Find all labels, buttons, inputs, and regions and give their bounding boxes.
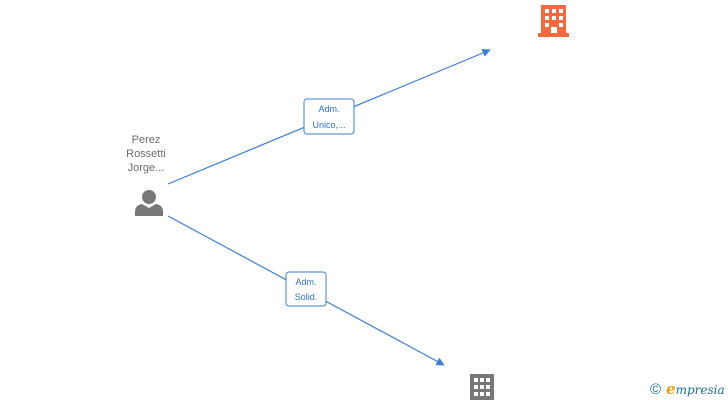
brand-initial: e — [666, 380, 676, 398]
person-name-line-3: Jorge... — [127, 162, 165, 174]
building-icon[interactable] — [470, 374, 494, 400]
person-name[interactable]: Perez Rossetti Jorge... — [106, 133, 186, 175]
person-name-line-2: Rossetti — [126, 148, 166, 160]
person-icon[interactable] — [135, 190, 163, 216]
brand-logo[interactable]: empresia — [666, 380, 725, 398]
relation-label-1[interactable]: Adm. Unico,... — [303, 98, 355, 135]
copyright-icon: © — [650, 380, 662, 398]
copyright-footer: © empresia — [650, 380, 725, 398]
relation-label-2[interactable]: Adm. Solid. — [285, 271, 327, 307]
building-icon[interactable] — [538, 5, 569, 37]
person-name-line-1: Perez — [131, 134, 161, 146]
relation-label-1-line-2: Unico,... — [312, 120, 345, 130]
relation-label-2-line-2: Solid. — [295, 292, 318, 302]
relation-label-1-line-1: Adm. — [318, 104, 339, 114]
relation-label-2-line-1: Adm. — [295, 277, 316, 287]
brand-name: mpresia — [675, 383, 725, 397]
